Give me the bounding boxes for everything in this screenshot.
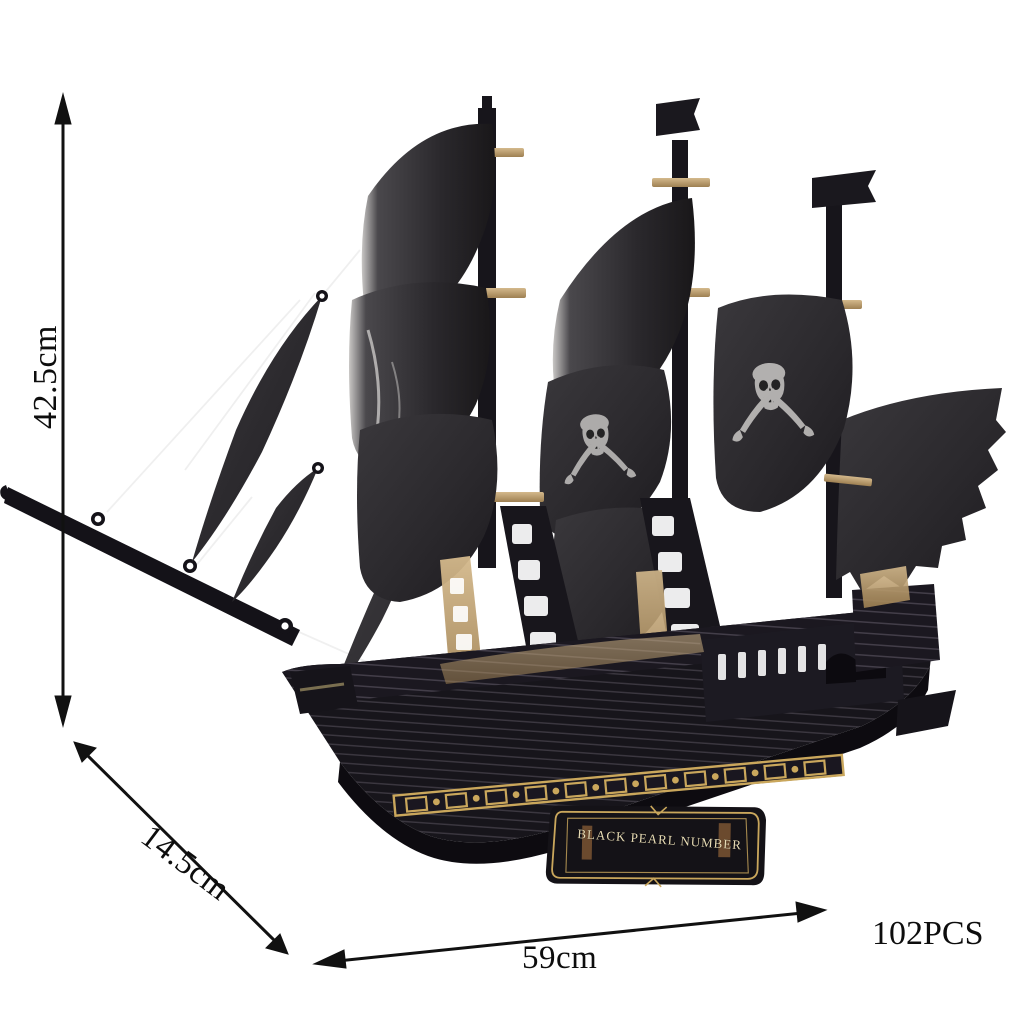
hull-nameplate xyxy=(545,805,767,888)
main-lower-sail xyxy=(539,365,672,540)
deck xyxy=(440,634,704,684)
bow-detail xyxy=(290,666,358,714)
piece-count-label: 102PCS xyxy=(872,915,984,952)
width-dimension-arrow xyxy=(312,901,828,969)
fore-top-sail xyxy=(361,123,495,327)
stern-castle xyxy=(852,566,956,736)
mizzen-skull-sail xyxy=(713,294,853,512)
depth-dimension-arrow xyxy=(73,741,289,955)
bowsprit xyxy=(0,485,300,646)
main-upper-sail xyxy=(552,198,695,416)
dimension-arrows xyxy=(54,92,828,969)
deck-railing xyxy=(700,618,904,722)
height-dimension-arrow xyxy=(54,92,72,728)
pennant-flag xyxy=(656,98,700,136)
stern-sail xyxy=(823,388,1006,592)
pennant-flag xyxy=(812,170,876,208)
width-dimension-label: 59cm xyxy=(522,940,598,976)
height-dimension-label: 42.5cm xyxy=(27,324,64,430)
fore-low-sail xyxy=(357,413,498,602)
gold-trim-band xyxy=(391,753,845,817)
